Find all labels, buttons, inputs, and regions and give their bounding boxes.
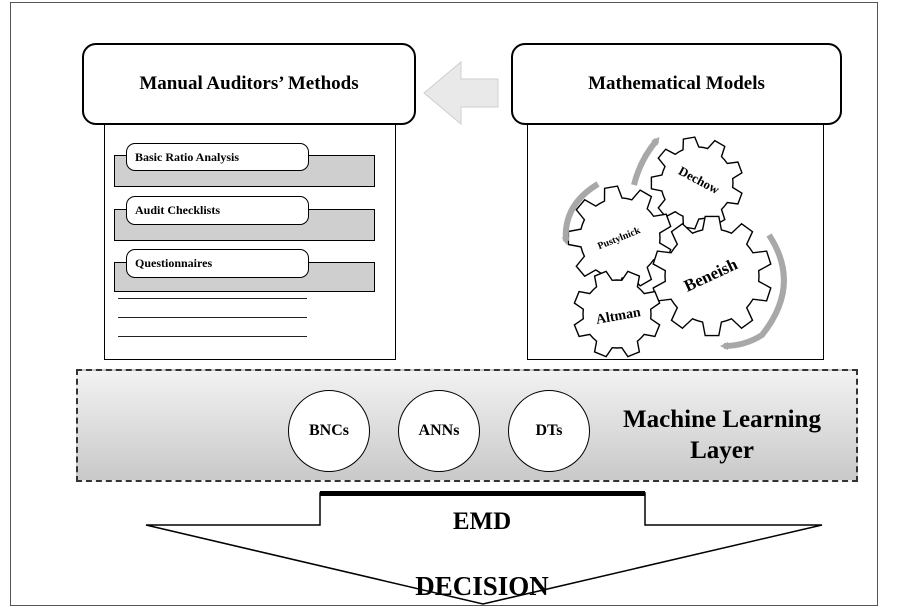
gear-beneish xyxy=(652,215,772,337)
gear-altman xyxy=(573,270,661,358)
ml-layer-title: Machine Learning Layer xyxy=(592,404,852,466)
emd-label: EMD xyxy=(452,508,512,535)
method-audit-checklists: Audit Checklists xyxy=(126,196,309,225)
arrow-left-shape xyxy=(423,60,499,126)
ml-layer-title-line2: Layer xyxy=(690,437,754,464)
circle-dts: DTs xyxy=(508,390,590,472)
curved-arrow-left xyxy=(561,181,600,245)
circle-bncs: BNCs xyxy=(288,390,370,472)
emd-double-line xyxy=(320,491,645,496)
decision-label: DECISION xyxy=(415,571,549,601)
manual-methods-title: Manual Auditors’ Methods xyxy=(82,43,416,125)
decision-arrow-shape xyxy=(145,492,823,605)
circle-anns: ANNs xyxy=(398,390,480,472)
figure-frame xyxy=(10,2,878,606)
method-questionnaires: Questionnaires xyxy=(126,249,309,278)
mathematical-models-title: Mathematical Models xyxy=(511,43,842,125)
ml-layer-title-line1: Machine Learning xyxy=(623,406,821,433)
blank-line-2 xyxy=(118,317,307,318)
curved-arrow-top xyxy=(631,136,660,186)
method-basic-ratio-analysis: Basic Ratio Analysis xyxy=(126,143,309,171)
blank-line-1 xyxy=(118,298,307,299)
blank-line-3 xyxy=(118,336,307,337)
curved-arrow-right xyxy=(720,233,787,350)
